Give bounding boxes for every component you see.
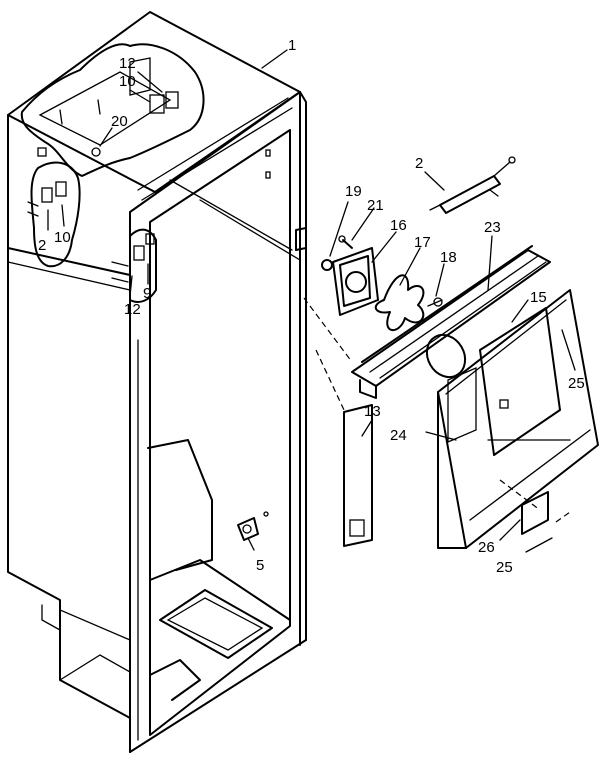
callout-21: 21 [367,197,384,214]
callout-18: 18 [440,249,457,266]
part-23-fan-shroud [351,245,551,399]
part-5-light-socket [237,511,269,541]
callout-10-top: 10 [119,73,136,90]
part-26-cover-plate [521,491,549,535]
callout-12-top: 12 [119,55,136,72]
callout-labels: 1 2 12 10 20 2 10 9 12 19 21 16 17 18 23… [38,37,585,576]
callout-17: 17 [414,234,431,251]
top-harness-cutaway [20,43,205,177]
evaporator-fan-motor [321,235,443,331]
callout-16: 16 [390,217,407,234]
part-13-air-duct [343,404,373,547]
mid-bracket [111,228,157,303]
callout-19: 19 [345,183,362,200]
callout-15: 15 [530,289,547,306]
callout-13: 13 [364,403,381,420]
callout-23: 23 [484,219,501,236]
callout-25-bottom: 25 [496,559,513,576]
callout-10-left: 10 [54,229,71,246]
left-harness-cutaway [27,147,81,268]
freezer-liner-cabinet [7,11,307,753]
callout-12-mid: 12 [124,301,141,318]
callout-5: 5 [256,557,264,574]
callout-2-harness: 2 [415,155,423,172]
callout-2-left: 2 [38,237,46,254]
callout-20: 20 [111,113,128,130]
callout-1: 1 [288,37,296,54]
leader-lines [47,49,576,553]
callout-26: 26 [478,539,495,556]
callout-9: 9 [143,285,151,302]
callout-24: 24 [390,427,407,444]
part-2-harness [429,156,516,214]
part-24-evaporator-cover [437,289,599,549]
callout-25-right: 25 [568,375,585,392]
assembly-lines [303,297,571,523]
